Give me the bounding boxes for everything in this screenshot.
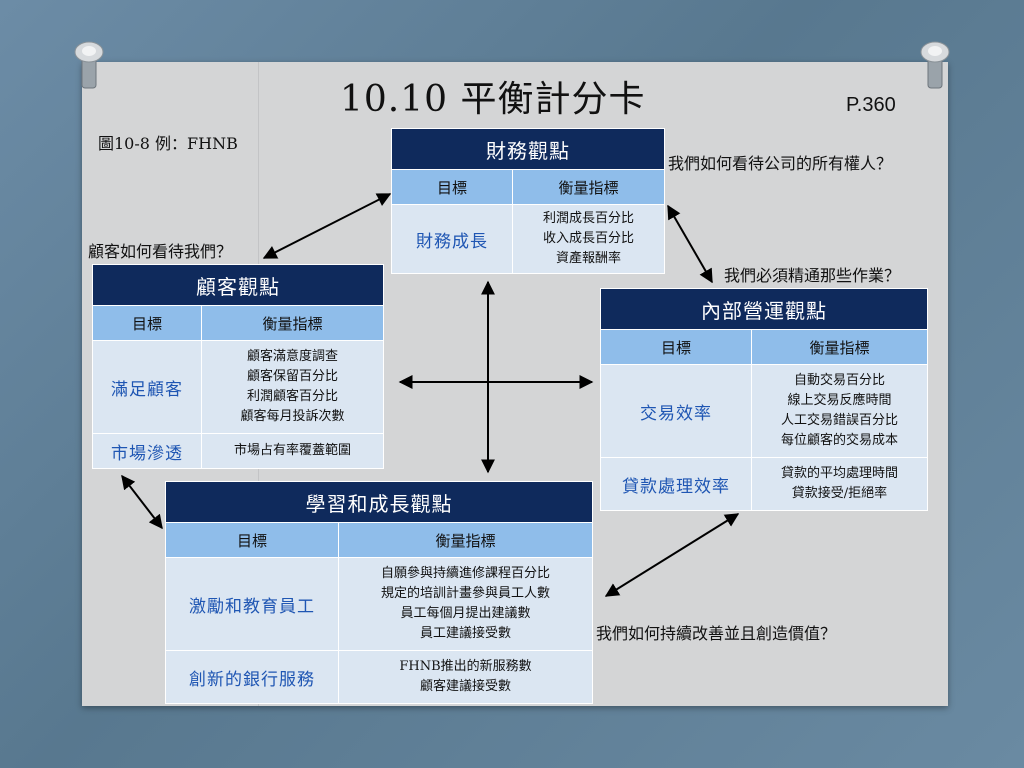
table-row: 交易效率 自動交易百分比 線上交易反應時間 人工交易錯誤百分比 每位顧客的交易成…: [600, 364, 928, 458]
goal-cell: 財務成長: [391, 204, 513, 274]
table-row: 財務成長 利潤成長百分比 收入成長百分比 資產報酬率: [391, 204, 665, 274]
goal-cell: 創新的銀行服務: [165, 650, 339, 704]
pin-icon: [74, 41, 104, 89]
metric-item: 資產報酬率: [555, 251, 621, 266]
metric-item: 收入成長百分比: [542, 231, 634, 246]
metric-cell: 貸款的平均處理時間 貸款接受/拒絕率: [751, 457, 928, 511]
goal-cell: 貸款處理效率: [600, 457, 752, 511]
question-financial: 我們如何看待公司的所有權人？: [668, 154, 893, 173]
column-header-metric: 衡量指標: [201, 305, 384, 341]
card-heading: 財務觀點: [391, 128, 665, 170]
card-heading: 學習和成長觀點: [165, 481, 593, 523]
metric-item: 員工每個月提出建議數: [400, 606, 531, 621]
table-row: 激勵和教育員工 自願參與持續進修課程百分比 規定的培訓計畫參與員工人數 員工每個…: [165, 557, 593, 651]
metric-item: 規定的培訓計畫參與員工人數: [380, 586, 550, 601]
metric-item: 利潤顧客百分比: [246, 389, 338, 404]
metric-item: 貸款的平均處理時間: [780, 466, 898, 481]
table-row: 創新的銀行服務 FHNB推出的新服務數 顧客建議接受數: [165, 650, 593, 704]
column-header-metric: 衡量指標: [751, 329, 928, 365]
card-heading: 內部營運觀點: [600, 288, 928, 330]
table-row: 滿足顧客 顧客滿意度調查 顧客保留百分比 利潤顧客百分比 顧客每月投訴次數: [92, 340, 384, 434]
figure-caption: 圖10-8 例：FHNB: [98, 134, 238, 153]
table-row: 市場滲透 市場占有率覆蓋範圍: [92, 433, 384, 469]
metric-cell: 利潤成長百分比 收入成長百分比 資產報酬率: [512, 204, 665, 274]
column-header-metric: 衡量指標: [512, 169, 665, 205]
metric-item: 顧客保留百分比: [246, 369, 338, 384]
metric-cell: 自願參與持續進修課程百分比 規定的培訓計畫參與員工人數 員工每個月提出建議數 員…: [338, 557, 593, 651]
metric-item: 線上交易反應時間: [787, 393, 892, 408]
card-heading: 顧客觀點: [92, 264, 384, 306]
metric-item: 自動交易百分比: [793, 373, 885, 388]
metric-cell: 顧客滿意度調查 顧客保留百分比 利潤顧客百分比 顧客每月投訴次數: [201, 340, 384, 434]
metric-cell: 自動交易百分比 線上交易反應時間 人工交易錯誤百分比 每位顧客的交易成本: [751, 364, 928, 458]
arrow-financial-internal: [667, 204, 713, 284]
metric-item: 人工交易錯誤百分比: [780, 413, 898, 428]
metric-item: 顧客建議接受數: [419, 679, 511, 694]
metric-item: 市場占有率覆蓋範圍: [233, 443, 351, 458]
goal-cell: 激勵和教育員工: [165, 557, 339, 651]
page-reference: P.360: [846, 94, 896, 116]
arrow-learning-internal: [604, 513, 740, 597]
page-title: 10.10 平衡計分卡: [340, 79, 646, 120]
metric-item: 員工建議接受數: [419, 626, 511, 641]
internal-process-card: 內部營運觀點 目標 衡量指標 交易效率 自動交易百分比 線上交易反應時間 人工交…: [600, 288, 928, 511]
learning-growth-card: 學習和成長觀點 目標 衡量指標 激勵和教育員工 自願參與持續進修課程百分比 規定…: [165, 481, 593, 704]
goal-cell: 市場滲透: [92, 433, 202, 469]
metric-cell: 市場占有率覆蓋範圍: [201, 433, 384, 469]
customer-perspective-card: 顧客觀點 目標 衡量指標 滿足顧客 顧客滿意度調查 顧客保留百分比 利潤顧客百分…: [92, 264, 384, 469]
goal-cell: 交易效率: [600, 364, 752, 458]
question-customer: 顧客如何看待我們？: [88, 242, 233, 261]
goal-cell: 滿足顧客: [92, 340, 202, 434]
metric-item: 顧客滿意度調查: [246, 349, 338, 364]
arrow-customer-financial: [262, 193, 392, 259]
financial-perspective-card: 財務觀點 目標 衡量指標 財務成長 利潤成長百分比 收入成長百分比 資產報酬率: [391, 128, 665, 274]
metric-item: 每位顧客的交易成本: [780, 433, 898, 448]
metric-item: 貸款接受/拒絕率: [791, 486, 888, 501]
metric-item: FHNB推出的新服務數: [399, 659, 532, 674]
question-internal: 我們必須精通那些作業？: [724, 266, 901, 285]
table-row: 貸款處理效率 貸款的平均處理時間 貸款接受/拒絕率: [600, 457, 928, 511]
column-header-goal: 目標: [92, 305, 202, 341]
column-header-goal: 目標: [165, 522, 339, 558]
question-learning: 我們如何持續改善並且創造價值？: [596, 624, 837, 643]
metric-item: 顧客每月投訴次數: [240, 409, 345, 424]
column-header-goal: 目標: [391, 169, 513, 205]
metric-item: 利潤成長百分比: [542, 211, 634, 226]
metric-item: 自願參與持續進修課程百分比: [380, 566, 550, 581]
pin-icon: [920, 41, 950, 89]
column-header-goal: 目標: [600, 329, 752, 365]
arrow-customer-learning: [121, 474, 163, 530]
metric-cell: FHNB推出的新服務數 顧客建議接受數: [338, 650, 593, 704]
